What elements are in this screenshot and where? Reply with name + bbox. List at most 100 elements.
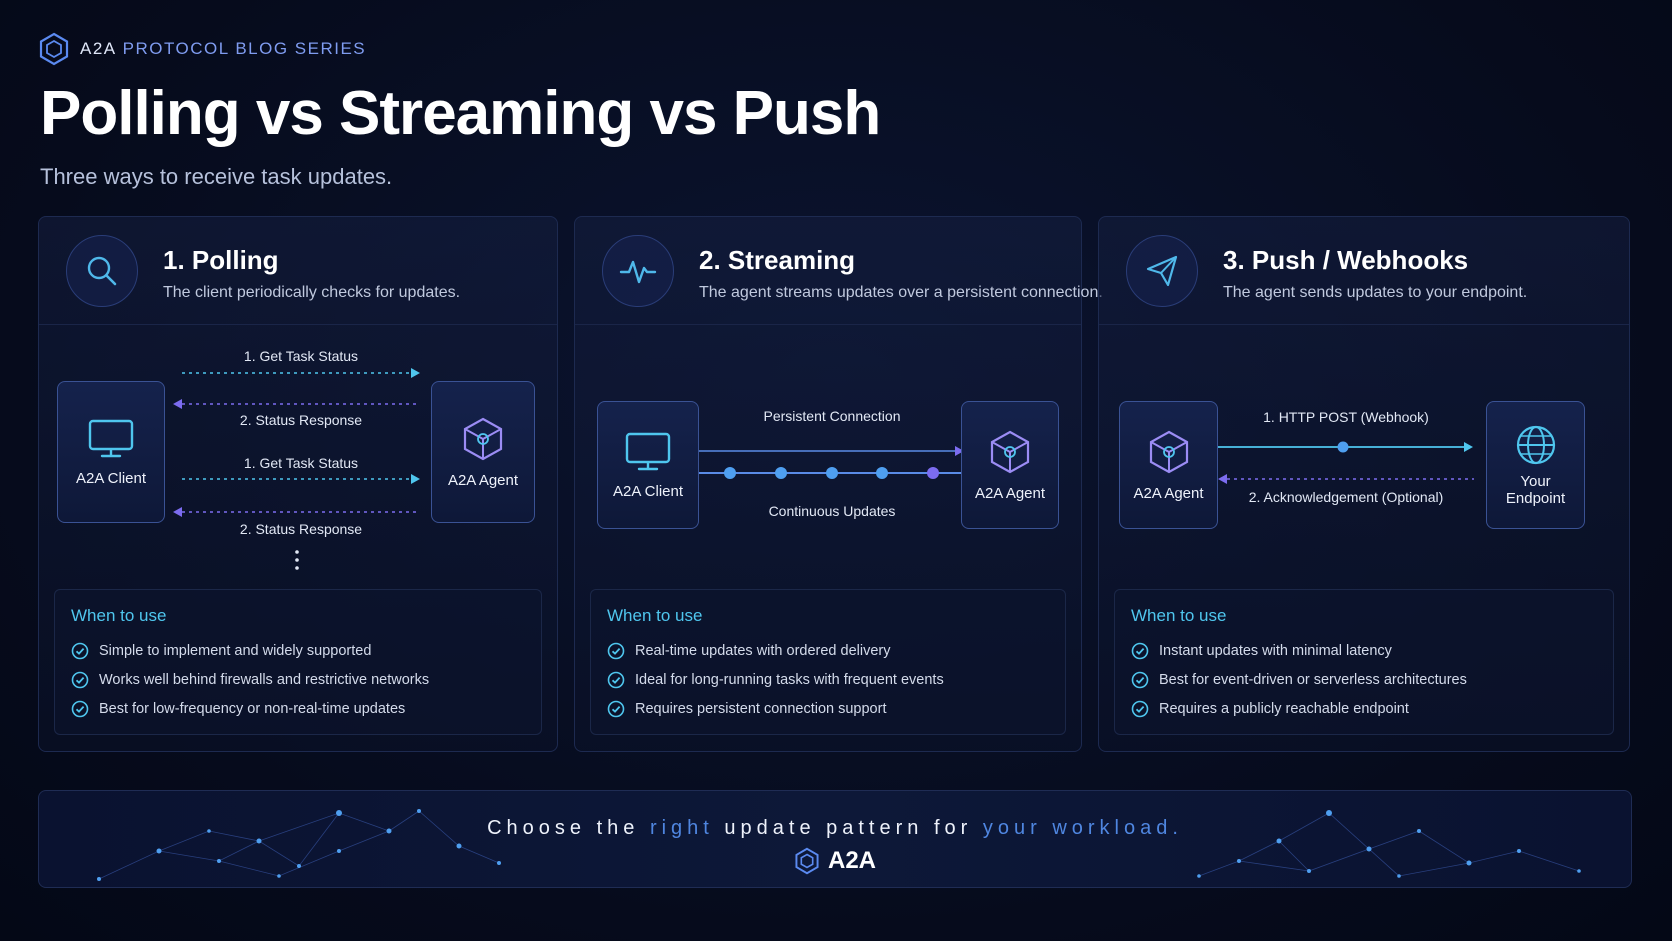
list-item: Requires persistent connection support	[607, 694, 944, 723]
list-item-text: Requires persistent connection support	[635, 700, 887, 717]
flow-label-request: 1. Get Task Status	[243, 455, 359, 471]
list-item: Ideal for long-running tasks with freque…	[607, 665, 944, 694]
streaming-card: 2. Streaming The agent streams updates o…	[574, 216, 1103, 752]
a2a-client-node: A2A Client	[57, 381, 165, 523]
page-subtitle: Three ways to receive task updates.	[40, 164, 393, 189]
footer-brand: A2A	[39, 847, 1631, 875]
page-title: Polling vs Streaming vs Push	[40, 79, 881, 148]
check-circle-icon	[71, 700, 89, 717]
check-circle-icon	[607, 700, 625, 717]
network-constellation-decoration	[97, 809, 1581, 881]
polling-diagram: 1. Get Task Status 2. Status Response 1.…	[39, 325, 557, 585]
series-name: PROTOCOL BLOG SERIES	[122, 39, 367, 58]
list-item: Instant updates with minimal latency	[1131, 636, 1467, 665]
activity-pulse-icon	[602, 235, 674, 307]
streaming-arrows	[699, 446, 964, 479]
list-item-text: Works well behind firewalls and restrict…	[99, 671, 430, 688]
a2a-logo-icon	[39, 32, 69, 66]
when-to-use-panel: When to use Real-time updates with order…	[590, 589, 1066, 735]
when-to-use-list: Simple to implement and widely supported…	[71, 636, 429, 723]
footer-tagline: Choose the right update pattern for your…	[39, 817, 1631, 840]
polling-card: 1. Polling The client periodically check…	[38, 216, 558, 752]
card-title: 1. Polling	[163, 245, 279, 275]
when-to-use-title: When to use	[71, 606, 167, 625]
push-arrows	[1218, 441, 1474, 484]
series-eyebrow: A2A PROTOCOL BLOG SERIES	[80, 39, 366, 59]
check-circle-icon	[607, 642, 625, 659]
list-item-text: Instant updates with minimal latency	[1159, 642, 1392, 659]
paper-plane-icon	[1126, 235, 1198, 307]
tagline-highlight: right	[649, 817, 714, 839]
check-circle-icon	[71, 642, 89, 659]
push-diagram: 1. HTTP POST (Webhook) 2. Acknowledgemen…	[1099, 325, 1629, 585]
flow-label-request: 1. Get Task Status	[243, 348, 359, 364]
when-to-use-title: When to use	[607, 606, 703, 625]
when-to-use-panel: When to use Instant updates with minimal…	[1114, 589, 1614, 735]
flow-label-response: 2. Status Response	[239, 521, 363, 537]
card-title: 3. Push / Webhooks	[1223, 245, 1469, 275]
tagline-segment: update pattern for	[713, 817, 983, 839]
card-description: The agent streams updates over a persist…	[699, 284, 1103, 301]
search-icon	[66, 235, 138, 307]
list-item: Best for low-frequency or non-real-time …	[71, 694, 429, 723]
agent-cube-icon	[990, 430, 1030, 473]
list-item-text: Best for low-frequency or non-real-time …	[99, 700, 406, 717]
when-to-use-list: Instant updates with minimal latency Bes…	[1131, 636, 1467, 723]
when-to-use-title: When to use	[1131, 606, 1227, 625]
node-label: A2A Agent	[447, 471, 519, 489]
list-item: Works well behind firewalls and restrict…	[71, 665, 429, 694]
node-label: A2A Agent	[974, 484, 1046, 502]
check-circle-icon	[1131, 642, 1149, 659]
card-header: 2. Streaming The agent streams updates o…	[575, 217, 1103, 325]
flow-label-acknowledgement: 2. Acknowledgement (Optional)	[1248, 489, 1444, 505]
flow-label-updates: Continuous Updates	[768, 503, 896, 519]
list-item: Requires a publicly reachable endpoint	[1131, 694, 1467, 723]
list-item-text: Real-time updates with ordered delivery	[635, 642, 891, 659]
list-item: Best for event-driven or serverless arch…	[1131, 665, 1467, 694]
footer-brand-name: A2A	[827, 847, 876, 874]
tagline-highlight: your workload.	[982, 817, 1183, 839]
check-circle-icon	[71, 671, 89, 688]
agent-cube-icon	[463, 417, 503, 460]
globe-icon	[1516, 425, 1555, 465]
list-item: Real-time updates with ordered delivery	[607, 636, 944, 665]
card-description: The agent sends updates to your endpoint…	[1223, 284, 1528, 301]
push-webhooks-card: 3. Push / Webhooks The agent sends updat…	[1098, 216, 1630, 752]
tagline-segment: Choose the	[487, 817, 650, 839]
node-label-line: Endpoint	[1505, 490, 1566, 507]
agent-cube-icon	[1149, 430, 1188, 473]
series-brand: A2A	[80, 39, 117, 58]
list-item-text: Requires a publicly reachable endpoint	[1159, 700, 1409, 717]
check-circle-icon	[1131, 671, 1149, 688]
monitor-icon	[625, 432, 671, 470]
footer-banner: Choose the right update pattern for your…	[38, 790, 1632, 888]
streaming-diagram: Persistent Connection Continuous Updates…	[575, 325, 1081, 585]
list-item-text: Ideal for long-running tasks with freque…	[635, 671, 944, 688]
polling-arrows	[173, 368, 420, 570]
card-description: The client periodically checks for updat…	[163, 284, 461, 301]
a2a-agent-node: A2A Agent	[961, 401, 1059, 529]
check-circle-icon	[607, 671, 625, 688]
node-label: A2A Agent	[1133, 484, 1204, 502]
when-to-use-panel: When to use Simple to implement and wide…	[54, 589, 542, 735]
when-to-use-list: Real-time updates with ordered delivery …	[607, 636, 944, 723]
node-label: A2A Client	[612, 482, 684, 500]
card-header: 3. Push / Webhooks The agent sends updat…	[1099, 217, 1629, 325]
list-item: Simple to implement and widely supported	[71, 636, 429, 665]
series-header: A2A PROTOCOL BLOG SERIES	[38, 32, 366, 66]
a2a-agent-node: A2A Agent	[431, 381, 535, 523]
card-title: 2. Streaming	[699, 245, 856, 275]
node-label: A2A Client	[75, 469, 147, 487]
flow-label-connection: Persistent Connection	[763, 408, 901, 424]
flow-label-http-post: 1. HTTP POST (Webhook)	[1263, 409, 1429, 425]
list-item-text: Simple to implement and widely supported	[99, 642, 372, 659]
node-label-line: Your	[1520, 473, 1551, 490]
a2a-client-node: A2A Client	[597, 401, 699, 529]
card-header: 1. Polling The client periodically check…	[39, 217, 557, 325]
a2a-logo-icon	[795, 847, 819, 875]
monitor-icon	[88, 419, 134, 457]
a2a-agent-node: A2A Agent	[1119, 401, 1218, 529]
flow-label-response: 2. Status Response	[239, 412, 363, 428]
